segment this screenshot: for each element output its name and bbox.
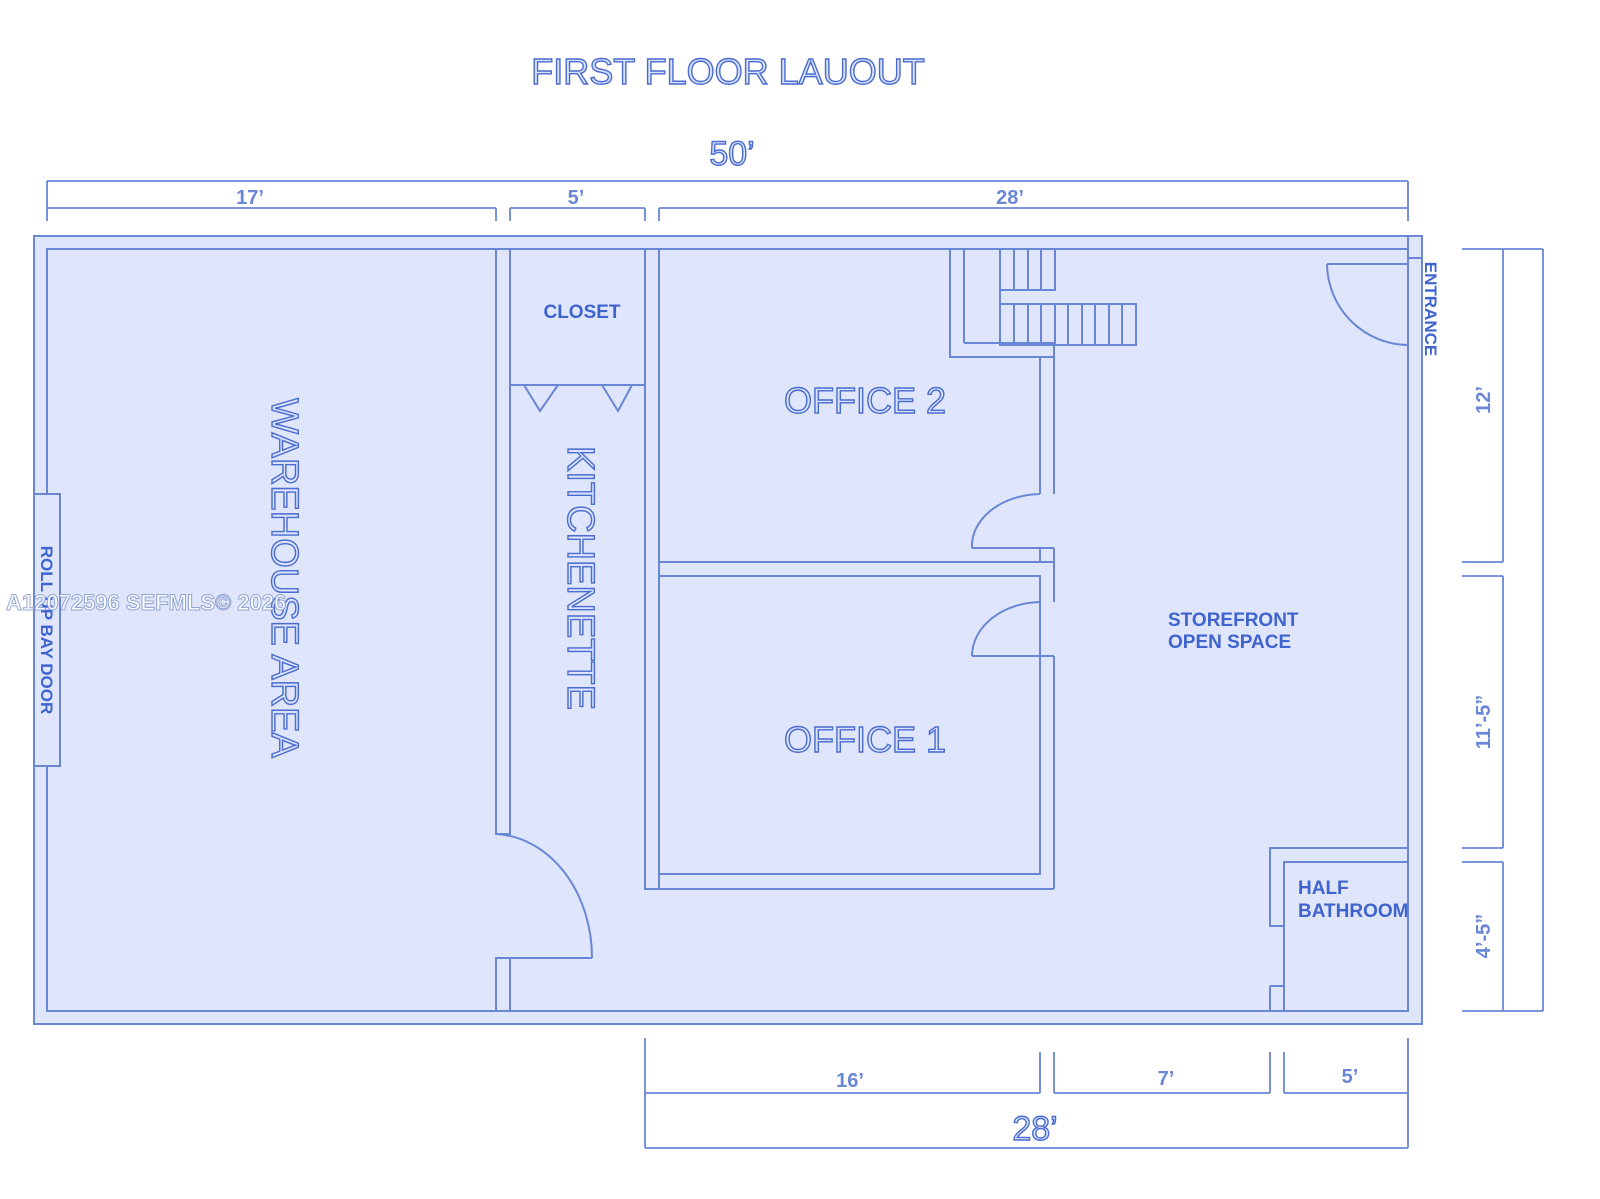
building-outline: [33, 235, 1423, 1025]
label-entrance: ENTRANCE: [1421, 262, 1440, 356]
label-storefront-2: OPEN SPACE: [1168, 632, 1291, 653]
label-kitchenette: KITCHENETTE: [559, 446, 601, 710]
label-office2: OFFICE 2: [784, 380, 946, 421]
dim-top-seg2: 5’: [568, 187, 585, 209]
label-office1: OFFICE 1: [784, 719, 946, 760]
label-warehouse: WAREHOUSE AREA: [263, 398, 305, 758]
right-dimensions: 12’ 11’-5” 4’-5”: [1462, 248, 1544, 1012]
dim-bottom-seg3: 5’: [1342, 1066, 1359, 1088]
watermark: A12072596 SEFMLS© 2026: [6, 590, 286, 615]
label-closet: CLOSET: [543, 302, 620, 323]
dim-bottom-seg1: 16’: [836, 1070, 864, 1092]
label-storefront-1: STOREFRONT: [1168, 610, 1299, 631]
dim-top-total: 50’: [709, 135, 754, 173]
dim-right-seg1: 12’: [1473, 386, 1495, 414]
label-halfbath-1: HALF: [1298, 878, 1349, 899]
label-roll-up-door: ROLL UP BAY DOOR: [37, 546, 56, 714]
plan-title: FIRST FLOOR LAUOUT: [531, 51, 924, 92]
roll-up-door: [33, 493, 61, 767]
dim-right-seg3: 4’-5”: [1473, 914, 1495, 958]
bottom-dimensions: 16’ 7’ 5’ 28’: [644, 1038, 1409, 1149]
dim-bottom-seg2: 7’: [1158, 1068, 1175, 1090]
dim-top-seg1: 17’: [236, 187, 264, 209]
dim-bottom-total: 28’: [1012, 1110, 1057, 1148]
dim-top-seg3: 28’: [996, 187, 1024, 209]
dim-right-seg2: 11’-5”: [1473, 695, 1495, 749]
label-halfbath-2: BATHROOM: [1298, 901, 1408, 922]
stairs: [999, 248, 1137, 346]
top-dimensions: 50’ 17’ 5’ 28’: [46, 134, 1409, 221]
